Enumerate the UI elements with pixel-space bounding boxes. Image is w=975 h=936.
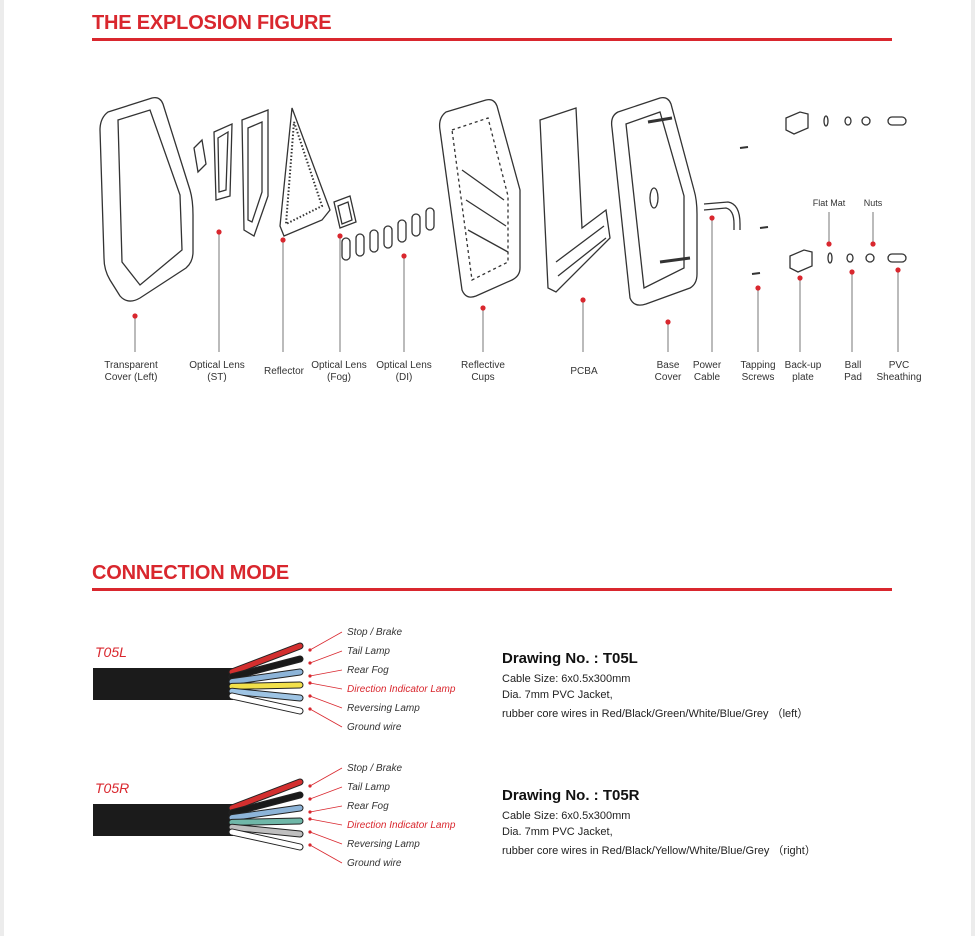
wire-label-ground-wire: Ground wire bbox=[347, 722, 402, 733]
connection-title: CONNECTION MODE bbox=[92, 562, 290, 584]
wire-label-rear-fog: Rear Fog bbox=[347, 665, 389, 676]
wire-pointer bbox=[309, 786, 343, 800]
wire-pointer bbox=[309, 805, 343, 813]
wire-core bbox=[229, 656, 303, 680]
wire-core bbox=[229, 805, 303, 821]
cable-jacket bbox=[93, 668, 233, 700]
drawing-heading-t05l: Drawing No. : T05L bbox=[502, 650, 638, 667]
wire-label-direction-indicator: Direction Indicator Lamp bbox=[347, 820, 456, 831]
wire-pointer-head bbox=[308, 674, 312, 678]
wire-pointer bbox=[309, 831, 343, 845]
wire-core bbox=[229, 818, 303, 825]
wire-label-stop-brake: Stop / Brake bbox=[347, 763, 403, 774]
wire-pointer-head bbox=[308, 784, 312, 788]
flat-mat-label: Flat Mat bbox=[812, 198, 846, 208]
wire-pointer-head bbox=[308, 830, 312, 834]
wire-label-direction-indicator: Direction Indicator Lamp bbox=[347, 684, 456, 695]
explosion-diagram bbox=[99, 96, 907, 352]
wire-pointer bbox=[309, 767, 343, 787]
wire-pointer-head bbox=[308, 707, 312, 711]
explosion-title: THE EXPLOSION FIGURE bbox=[92, 12, 332, 34]
spec-core-wires: rubber core wires in Red/Black/Green/Whi… bbox=[502, 708, 809, 720]
wire-core bbox=[229, 829, 303, 850]
wire-pointer-head bbox=[308, 797, 312, 801]
hardware-top-drawing bbox=[785, 111, 907, 135]
transparent-cover-drawing bbox=[99, 96, 194, 302]
page-edge-right bbox=[971, 0, 975, 936]
spec-jacket: Dia. 7mm PVC Jacket, bbox=[502, 826, 613, 838]
wire-pointer bbox=[309, 682, 343, 690]
drawing-heading-t05r: Drawing No. : T05R bbox=[502, 787, 640, 804]
wire-label-ground-wire: Ground wire bbox=[347, 858, 402, 869]
wire-pointer bbox=[309, 631, 343, 651]
lens-frame-two bbox=[241, 109, 269, 237]
wire-label-tail-lamp: Tail Lamp bbox=[347, 782, 390, 793]
wire-pointer bbox=[309, 818, 343, 826]
wire-pointer bbox=[309, 708, 343, 728]
wire-label-reversing-lamp: Reversing Lamp bbox=[347, 839, 420, 850]
wire-core bbox=[229, 779, 303, 811]
part-label-pcba: PCBA bbox=[570, 366, 598, 377]
lens-fog-drawing bbox=[333, 195, 357, 229]
spec-jacket: Dia. 7mm PVC Jacket, bbox=[502, 689, 613, 701]
spec-core-wires: rubber core wires in Red/Black/Yellow/Wh… bbox=[502, 845, 816, 857]
lens-di-drawing bbox=[341, 207, 435, 261]
wire-pointer-head bbox=[308, 843, 312, 847]
wire-pointer-head bbox=[308, 681, 312, 685]
wire-label-stop-brake: Stop / Brake bbox=[347, 627, 403, 638]
spec-cable-size: Cable Size: 6x0.5x300mm bbox=[502, 810, 631, 822]
wire-label-tail-lamp: Tail Lamp bbox=[347, 646, 390, 657]
wire-label-reversing-lamp: Reversing Lamp bbox=[347, 703, 420, 714]
connection-rule bbox=[92, 588, 892, 591]
wire-core bbox=[229, 682, 303, 689]
page-edge-left bbox=[0, 0, 4, 936]
wire-pointer-head bbox=[308, 810, 312, 814]
part-label-optical-lens-st: Optical Lens(ST) bbox=[189, 360, 245, 383]
lens-st-small bbox=[193, 138, 207, 174]
pcba-drawing bbox=[539, 107, 611, 293]
cable-jacket bbox=[93, 804, 233, 836]
reflector-drawing bbox=[279, 107, 331, 237]
tapping-screws-drawing bbox=[739, 146, 769, 275]
wire-core bbox=[229, 688, 303, 701]
base-cover-drawing bbox=[610, 96, 698, 306]
wire-pointer bbox=[309, 844, 343, 864]
reflective-cups-drawing bbox=[438, 98, 521, 298]
wire-pointer bbox=[309, 650, 343, 664]
wire-core bbox=[229, 792, 303, 816]
model-tag-t05r: T05R bbox=[95, 780, 130, 796]
power-cable-drawing bbox=[703, 201, 741, 230]
wire-core bbox=[229, 824, 303, 837]
wire-pointer-head bbox=[308, 694, 312, 698]
wire-label-rear-fog: Rear Fog bbox=[347, 801, 389, 812]
part-label-optical-lens-fog: Optical Lens(Fog) bbox=[311, 360, 367, 383]
wire-pointer-head bbox=[308, 817, 312, 821]
hardware-bottom-drawing bbox=[789, 249, 907, 273]
wire-core bbox=[229, 669, 303, 685]
wire-core bbox=[229, 693, 303, 714]
nuts-label: Nuts bbox=[863, 198, 883, 208]
wire-core bbox=[229, 643, 303, 675]
lens-st-frame bbox=[213, 122, 233, 201]
wire-pointer-head bbox=[308, 661, 312, 665]
wire-pointer bbox=[309, 669, 343, 677]
spec-cable-size: Cable Size: 6x0.5x300mm bbox=[502, 673, 631, 685]
part-label-reflector: Reflector bbox=[263, 366, 305, 377]
model-tag-t05l: T05L bbox=[95, 644, 127, 660]
wire-pointer-head bbox=[308, 648, 312, 652]
part-label-optical-lens-di: Optical Lens(DI) bbox=[376, 360, 432, 383]
wire-pointer bbox=[309, 695, 343, 709]
explosion-rule bbox=[92, 38, 892, 41]
